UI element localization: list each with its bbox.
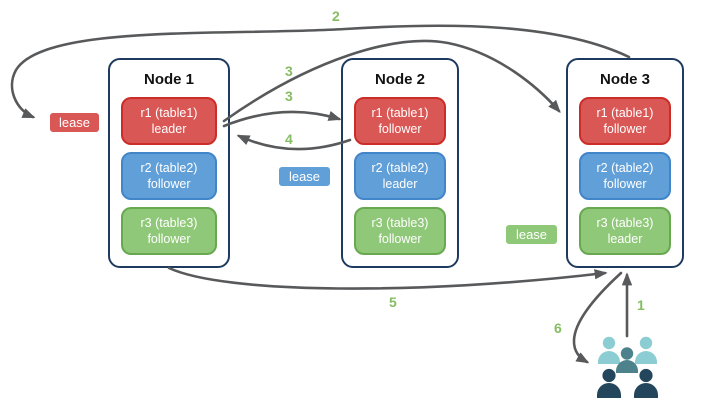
step-label-3-upper: 3 — [285, 63, 293, 79]
node1-r3-replica: r3 (table3) follower — [121, 207, 217, 255]
replica-range-label: r1 (table1) — [371, 105, 429, 120]
lease-badge-r3: lease — [504, 223, 559, 246]
node-1-container: Node 1 r1 (table1) leader r2 (table2) fo… — [108, 58, 230, 268]
node-3-container: Node 3 r1 (table1) follower r2 (table2) … — [566, 58, 684, 268]
node3-r2-replica: r2 (table2) follower — [579, 152, 671, 200]
step-label-6: 6 — [554, 320, 562, 336]
users-icon — [597, 336, 658, 398]
step-label-1: 1 — [637, 297, 645, 313]
replica-range-label: r3 (table3) — [596, 215, 654, 230]
replica-role-label: follower — [603, 122, 647, 136]
node1-r2-replica: r2 (table2) follower — [121, 152, 217, 200]
arrow-step-2 — [10, 24, 631, 119]
replica-range-label: r3 (table3) — [140, 215, 198, 230]
step-label-5: 5 — [389, 294, 397, 310]
user-back-right — [635, 336, 657, 364]
node-2-title: Node 2 — [374, 71, 425, 88]
arrow-step-6 — [572, 271, 623, 364]
node2-r2-replica: r2 (table2) leader — [354, 152, 446, 200]
replica-range-label: r2 (table2) — [140, 160, 198, 175]
step-label-4: 4 — [285, 131, 293, 147]
arrow-step-4 — [236, 134, 352, 151]
replica-range-label: r2 (table2) — [596, 160, 654, 175]
replica-role-label: leader — [382, 177, 418, 191]
replica-range-label: r2 (table2) — [371, 160, 429, 175]
replica-range-label: r3 (table3) — [371, 215, 429, 230]
arrow-step-5 — [167, 266, 608, 290]
step-label-3-lower: 3 — [285, 88, 293, 104]
node1-r1-replica: r1 (table1) leader — [121, 97, 217, 145]
lease-badge-r2: lease — [277, 165, 332, 188]
node3-r3-replica: r3 (table3) leader — [579, 207, 671, 255]
replica-role-label: follower — [378, 122, 422, 136]
user-front-right — [634, 368, 658, 398]
node2-r3-replica: r3 (table3) follower — [354, 207, 446, 255]
replica-role-label: leader — [607, 232, 643, 246]
user-middle — [616, 347, 638, 373]
arrow-step-3-to-node2 — [222, 110, 342, 128]
replica-range-label: r1 (table1) — [140, 105, 198, 120]
replica-role-label: follower — [147, 177, 191, 191]
node2-r1-replica: r1 (table1) follower — [354, 97, 446, 145]
node-1-title: Node 1 — [143, 71, 194, 88]
node-2-container: Node 2 r1 (table1) follower r2 (table2) … — [341, 58, 459, 268]
replica-range-label: r1 (table1) — [596, 105, 654, 120]
node3-r1-replica: r1 (table1) follower — [579, 97, 671, 145]
user-front-left — [597, 368, 621, 398]
step-label-2: 2 — [332, 8, 340, 24]
lease-badge-r1: lease — [48, 111, 101, 134]
replica-role-label: follower — [603, 177, 647, 191]
replica-role-label: follower — [147, 232, 191, 246]
user-back-left — [598, 336, 620, 364]
node-3-title: Node 3 — [599, 71, 650, 88]
replica-role-label: follower — [378, 232, 422, 246]
replica-role-label: leader — [151, 122, 187, 136]
